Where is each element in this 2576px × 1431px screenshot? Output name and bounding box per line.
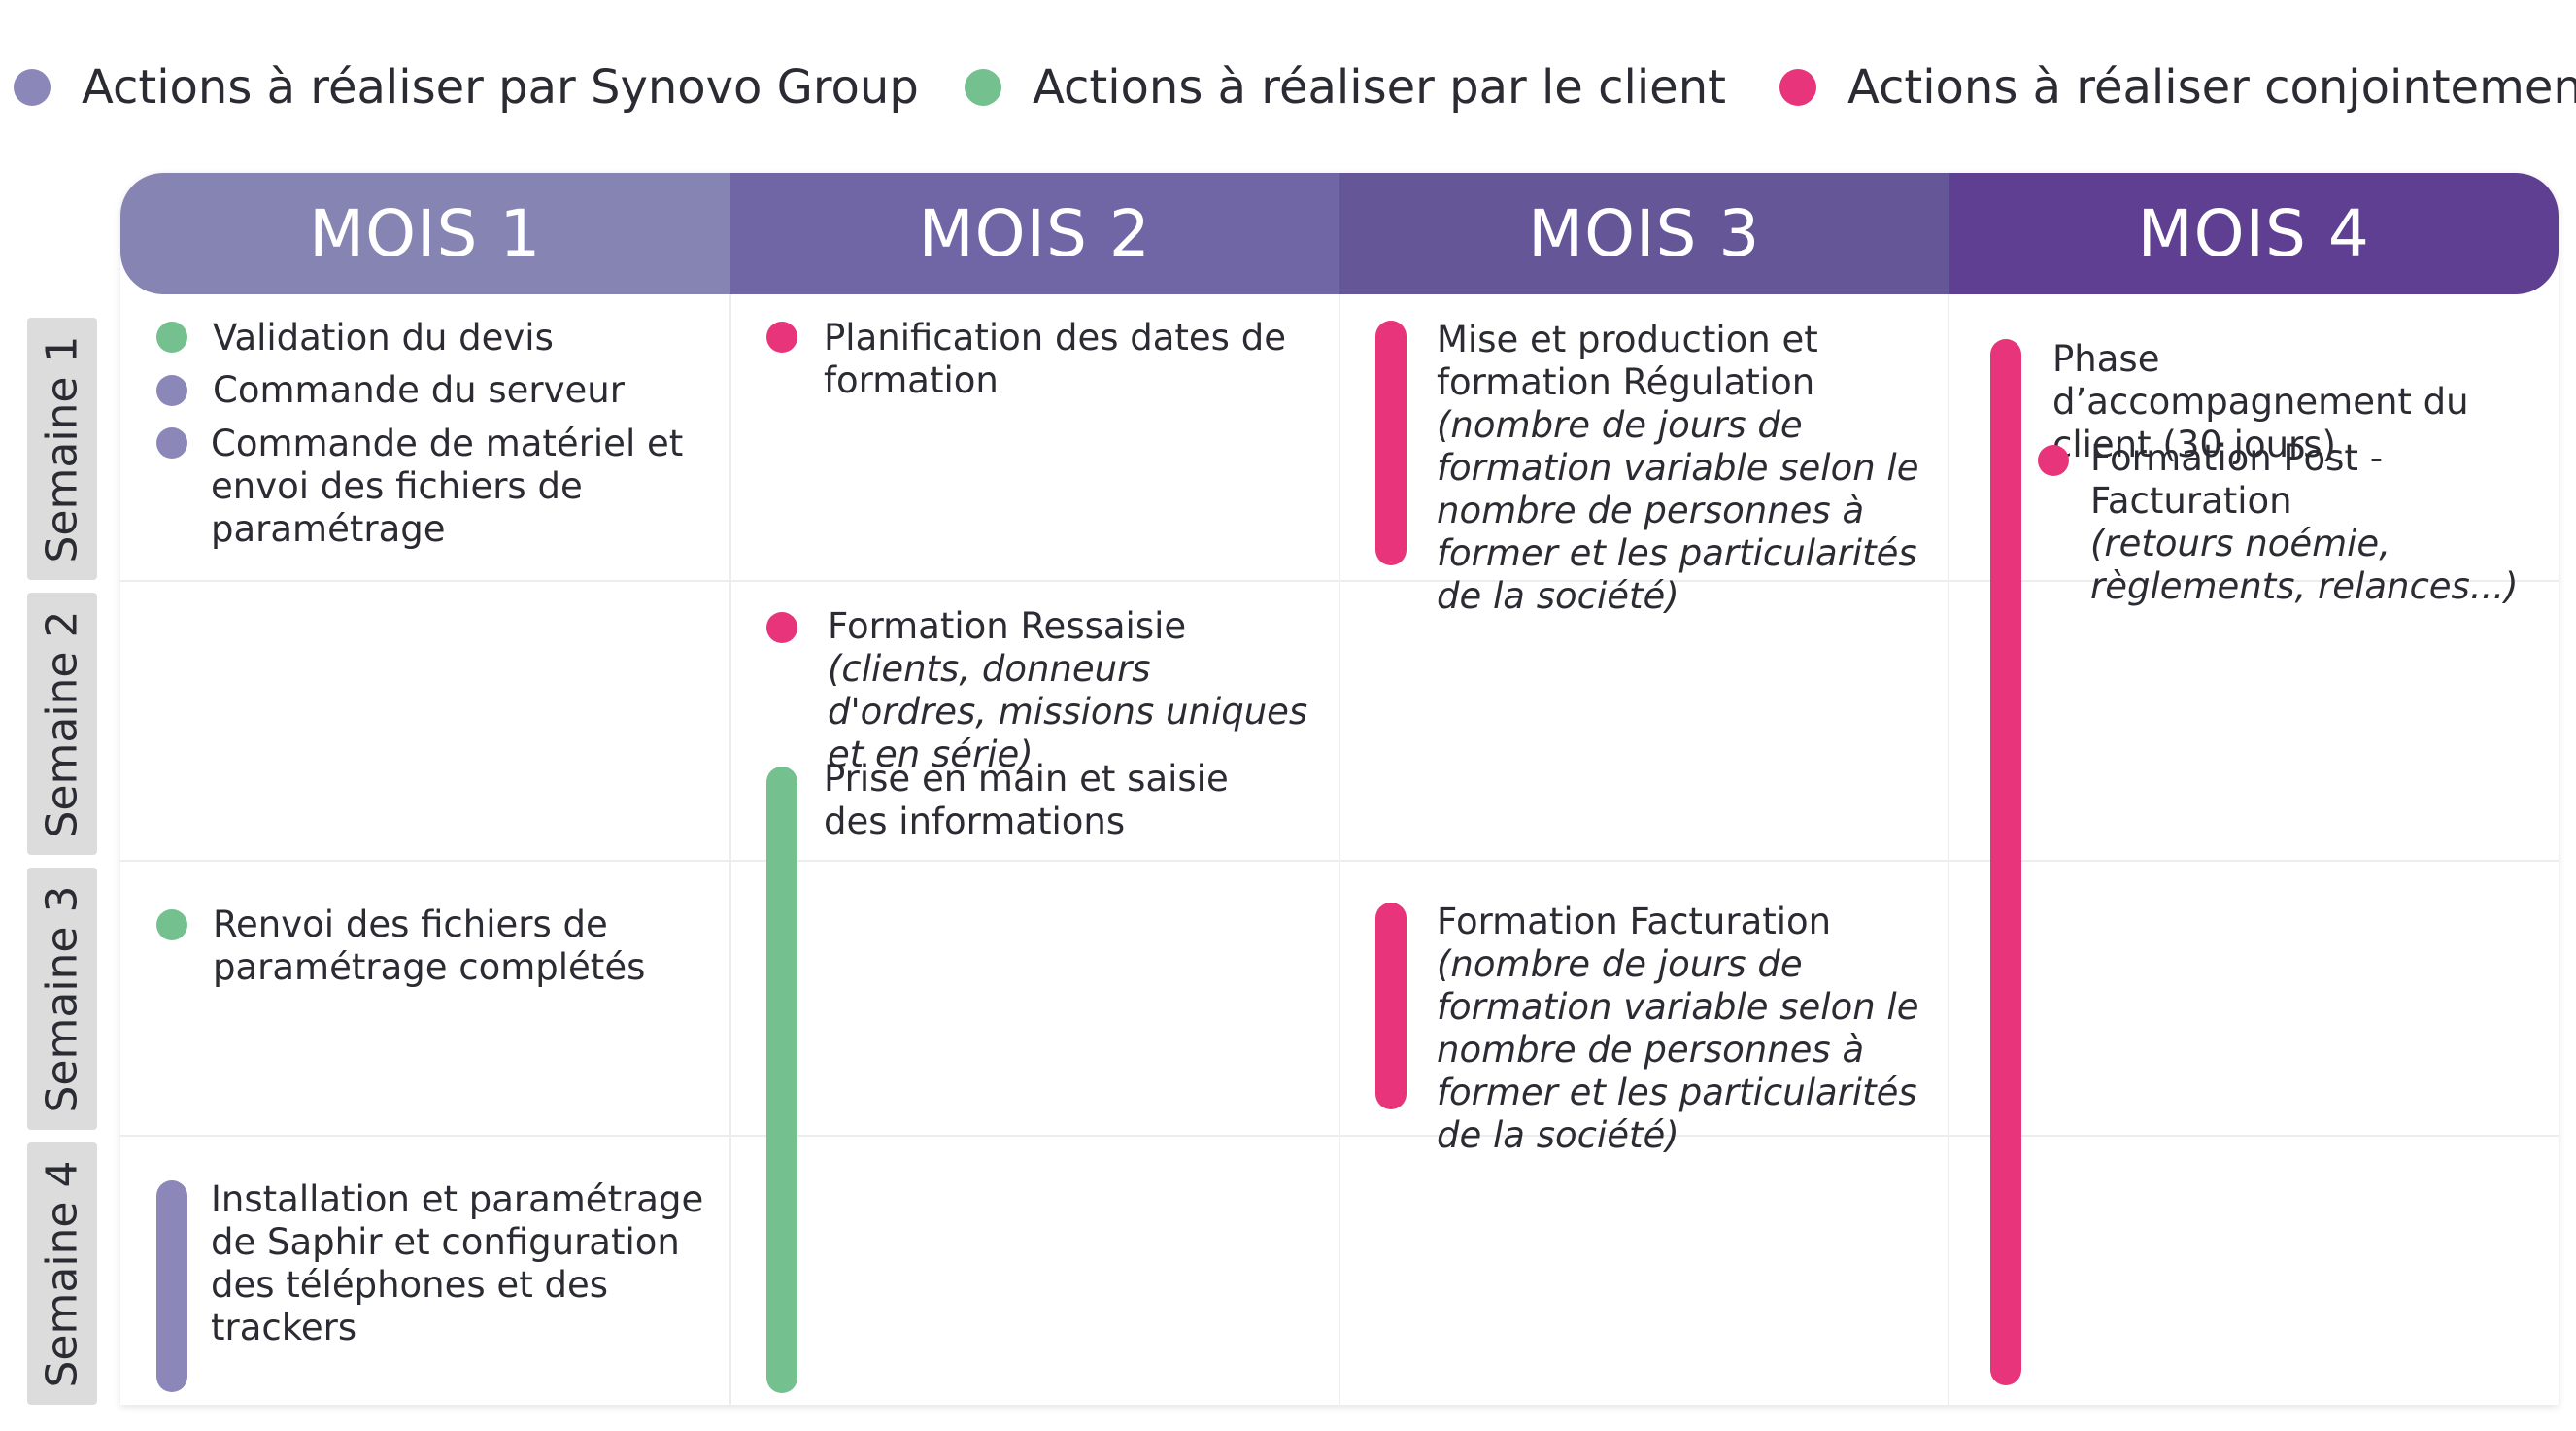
synovo-bar [156,1180,187,1392]
week-4-tab: Semaine 4 [27,1142,97,1405]
week-2-tab: Semaine 2 [27,593,97,855]
months-header: MOIS 1 MOIS 2 MOIS 3 MOIS 4 [120,173,2559,294]
task-validation-devis: Validation du devis [213,317,554,358]
legend-dot-synovo [14,69,51,106]
synovo-dot [156,427,187,459]
legend-client: Actions à réaliser par le client [965,60,1726,115]
week-1-tab: Semaine 1 [27,318,97,580]
task-formation-ressaisie-note: (clients, donneurs d'ordres, missions un… [828,648,1308,775]
task-mise-en-production-title: Mise et production et formation Régulati… [1437,319,1818,403]
legend-label-joint: Actions à réaliser conjointement [1847,60,2576,115]
task-formation-ressaisie-title: Formation Ressaisie [828,605,1187,647]
task-commande-materiel: Commande de matériel et envoi des fichie… [211,423,684,550]
task-phase-accompagnement: Phase d’accompagnement du client (30 jou… [2052,338,2469,465]
row-divider [120,580,2559,582]
month-4-header: MOIS 4 [1949,173,2559,294]
task-formation-facturation: Formation Facturation (nombre de jours d… [1437,901,1956,1157]
task-formation-ressaisie: Formation Ressaisie (clients, donneurs d… [828,605,1313,776]
synovo-dot [156,375,187,406]
task-formation-post-title: Formation Post - Facturation [2090,437,2384,522]
joint-bar [1990,339,2021,1385]
legend-label-synovo: Actions à réaliser par Synovo Group [82,60,919,115]
row-divider [120,860,2559,862]
column-divider [1339,294,1340,1405]
task-formation-post-note: (retours noémie, règlements, relances...… [2090,523,2519,607]
task-installation: Installation et paramétrage de Saphir et… [211,1178,704,1348]
task-renvoi-fichiers: Renvoi des fichiers de paramétrage compl… [213,903,646,988]
week-2-label: Semaine 2 [37,610,87,837]
task-formation-post-facturation: Formation Post - Facturation (retours no… [2090,437,2561,608]
task-planification: Planification des dates de formation [824,317,1286,401]
task-formation-facturation-title: Formation Facturation [1437,901,1832,942]
week-3-tab: Semaine 3 [27,868,97,1130]
joint-dot [766,612,797,643]
week-3-label: Semaine 3 [37,885,87,1112]
task-commande-serveur: Commande du serveur [213,369,625,411]
client-dot [156,909,187,940]
client-dot [156,322,187,353]
legend-dot-client [965,69,1001,106]
task-mise-en-production-note: (nombre de jours de formation variable s… [1437,404,1919,617]
row-divider [120,1135,2559,1137]
week-1-label: Semaine 1 [37,335,87,562]
legend-synovo: Actions à réaliser par Synovo Group [14,60,919,115]
week-4-label: Semaine 4 [37,1160,87,1387]
column-divider [729,294,731,1405]
joint-dot [766,322,797,353]
task-mise-en-production: Mise et production et formation Régulati… [1437,319,1956,618]
client-bar [766,767,797,1393]
legend-joint: Actions à réaliser conjointement [1779,60,2576,115]
joint-bar [1375,321,1407,565]
month-3-header: MOIS 3 [1339,173,1949,294]
month-2-header: MOIS 2 [729,173,1339,294]
joint-bar [1375,903,1407,1109]
legend-label-client: Actions à réaliser par le client [1033,60,1726,115]
joint-dot [2038,445,2069,476]
task-prise-en-main: Prise en main et saisie des informations [824,758,1229,842]
month-1-header: MOIS 1 [120,173,730,294]
column-divider [1948,294,1949,1405]
task-formation-facturation-note: (nombre de jours de formation variable s… [1437,943,1919,1156]
legend-dot-joint [1779,69,1816,106]
